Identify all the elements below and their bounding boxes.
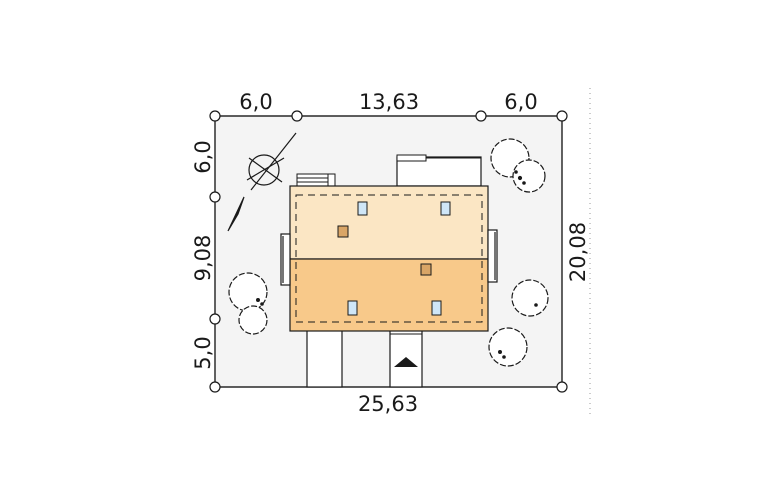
dim-top-left: 6,0 xyxy=(239,90,272,114)
north-arrow-icon xyxy=(227,132,297,232)
chimney xyxy=(420,263,432,276)
skylights xyxy=(347,201,451,316)
skylight xyxy=(347,300,358,316)
dim-left-top: 6,0 xyxy=(191,140,215,173)
tree-icon xyxy=(490,138,546,193)
entrance-arrow-icon xyxy=(394,357,418,367)
skylight xyxy=(431,300,442,316)
skylight xyxy=(440,201,451,216)
roof-south xyxy=(289,258,489,332)
dim-left-bottom: 5,0 xyxy=(191,336,215,369)
tree-icon xyxy=(488,327,528,367)
roof-north xyxy=(289,185,489,260)
tree-icon xyxy=(511,279,549,317)
dim-top-middle: 13,63 xyxy=(359,90,419,114)
dimension-lines xyxy=(209,110,568,393)
dim-left-middle: 9,08 xyxy=(191,235,215,282)
stairs xyxy=(296,173,336,187)
terrace xyxy=(396,156,482,187)
skylight xyxy=(357,201,368,216)
tree-icon xyxy=(228,272,268,335)
dim-bottom: 25,63 xyxy=(358,392,418,416)
side-balconies xyxy=(280,229,498,286)
footpath xyxy=(306,329,343,388)
dim-top-right: 6,0 xyxy=(504,90,537,114)
dim-right: 20,08 xyxy=(566,222,590,282)
chimney xyxy=(337,225,349,238)
